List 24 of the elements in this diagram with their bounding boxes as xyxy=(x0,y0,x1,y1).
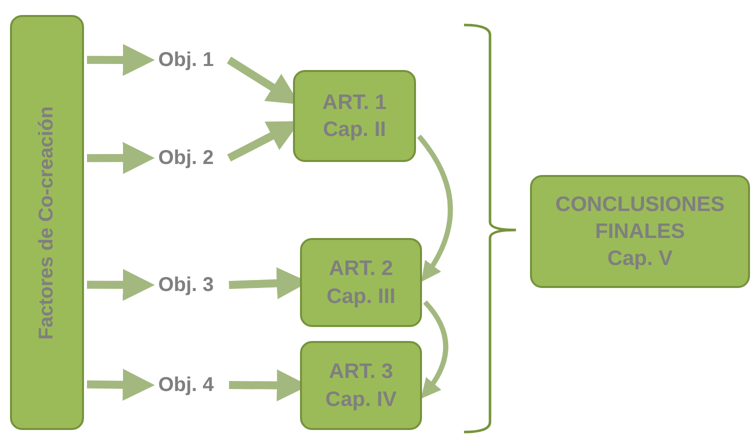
chapter-label: Cap. IV xyxy=(325,386,397,412)
process-box xyxy=(300,341,422,430)
curved-arrow xyxy=(417,134,453,282)
process-box xyxy=(300,238,422,327)
chapter-label: Cap. II xyxy=(322,117,386,143)
process-box xyxy=(293,70,416,162)
block-arrow xyxy=(86,142,155,174)
box-title: CONCLUSIONES FINALES xyxy=(554,192,726,245)
box-title: ART. 3 xyxy=(328,359,394,386)
vertical-label: Factores de Co-creación xyxy=(36,106,58,340)
chapter-label: Cap. V xyxy=(607,246,673,272)
box-title: ART. 1 xyxy=(322,90,387,116)
objective-label: Obj. 1 xyxy=(146,45,226,75)
chapter-label: Cap. III xyxy=(326,284,396,310)
objective-label: Obj. 2 xyxy=(146,143,226,173)
process-box xyxy=(530,175,750,288)
objective-label: Obj. 3 xyxy=(146,270,226,300)
curved-arrow xyxy=(421,300,448,399)
objective-label: Obj. 4 xyxy=(146,370,226,400)
block-arrow xyxy=(86,44,155,76)
box-title: ART. 2 xyxy=(328,256,394,282)
block-arrow xyxy=(86,268,155,301)
vertical-box xyxy=(10,15,84,430)
block-arrow xyxy=(86,368,155,401)
